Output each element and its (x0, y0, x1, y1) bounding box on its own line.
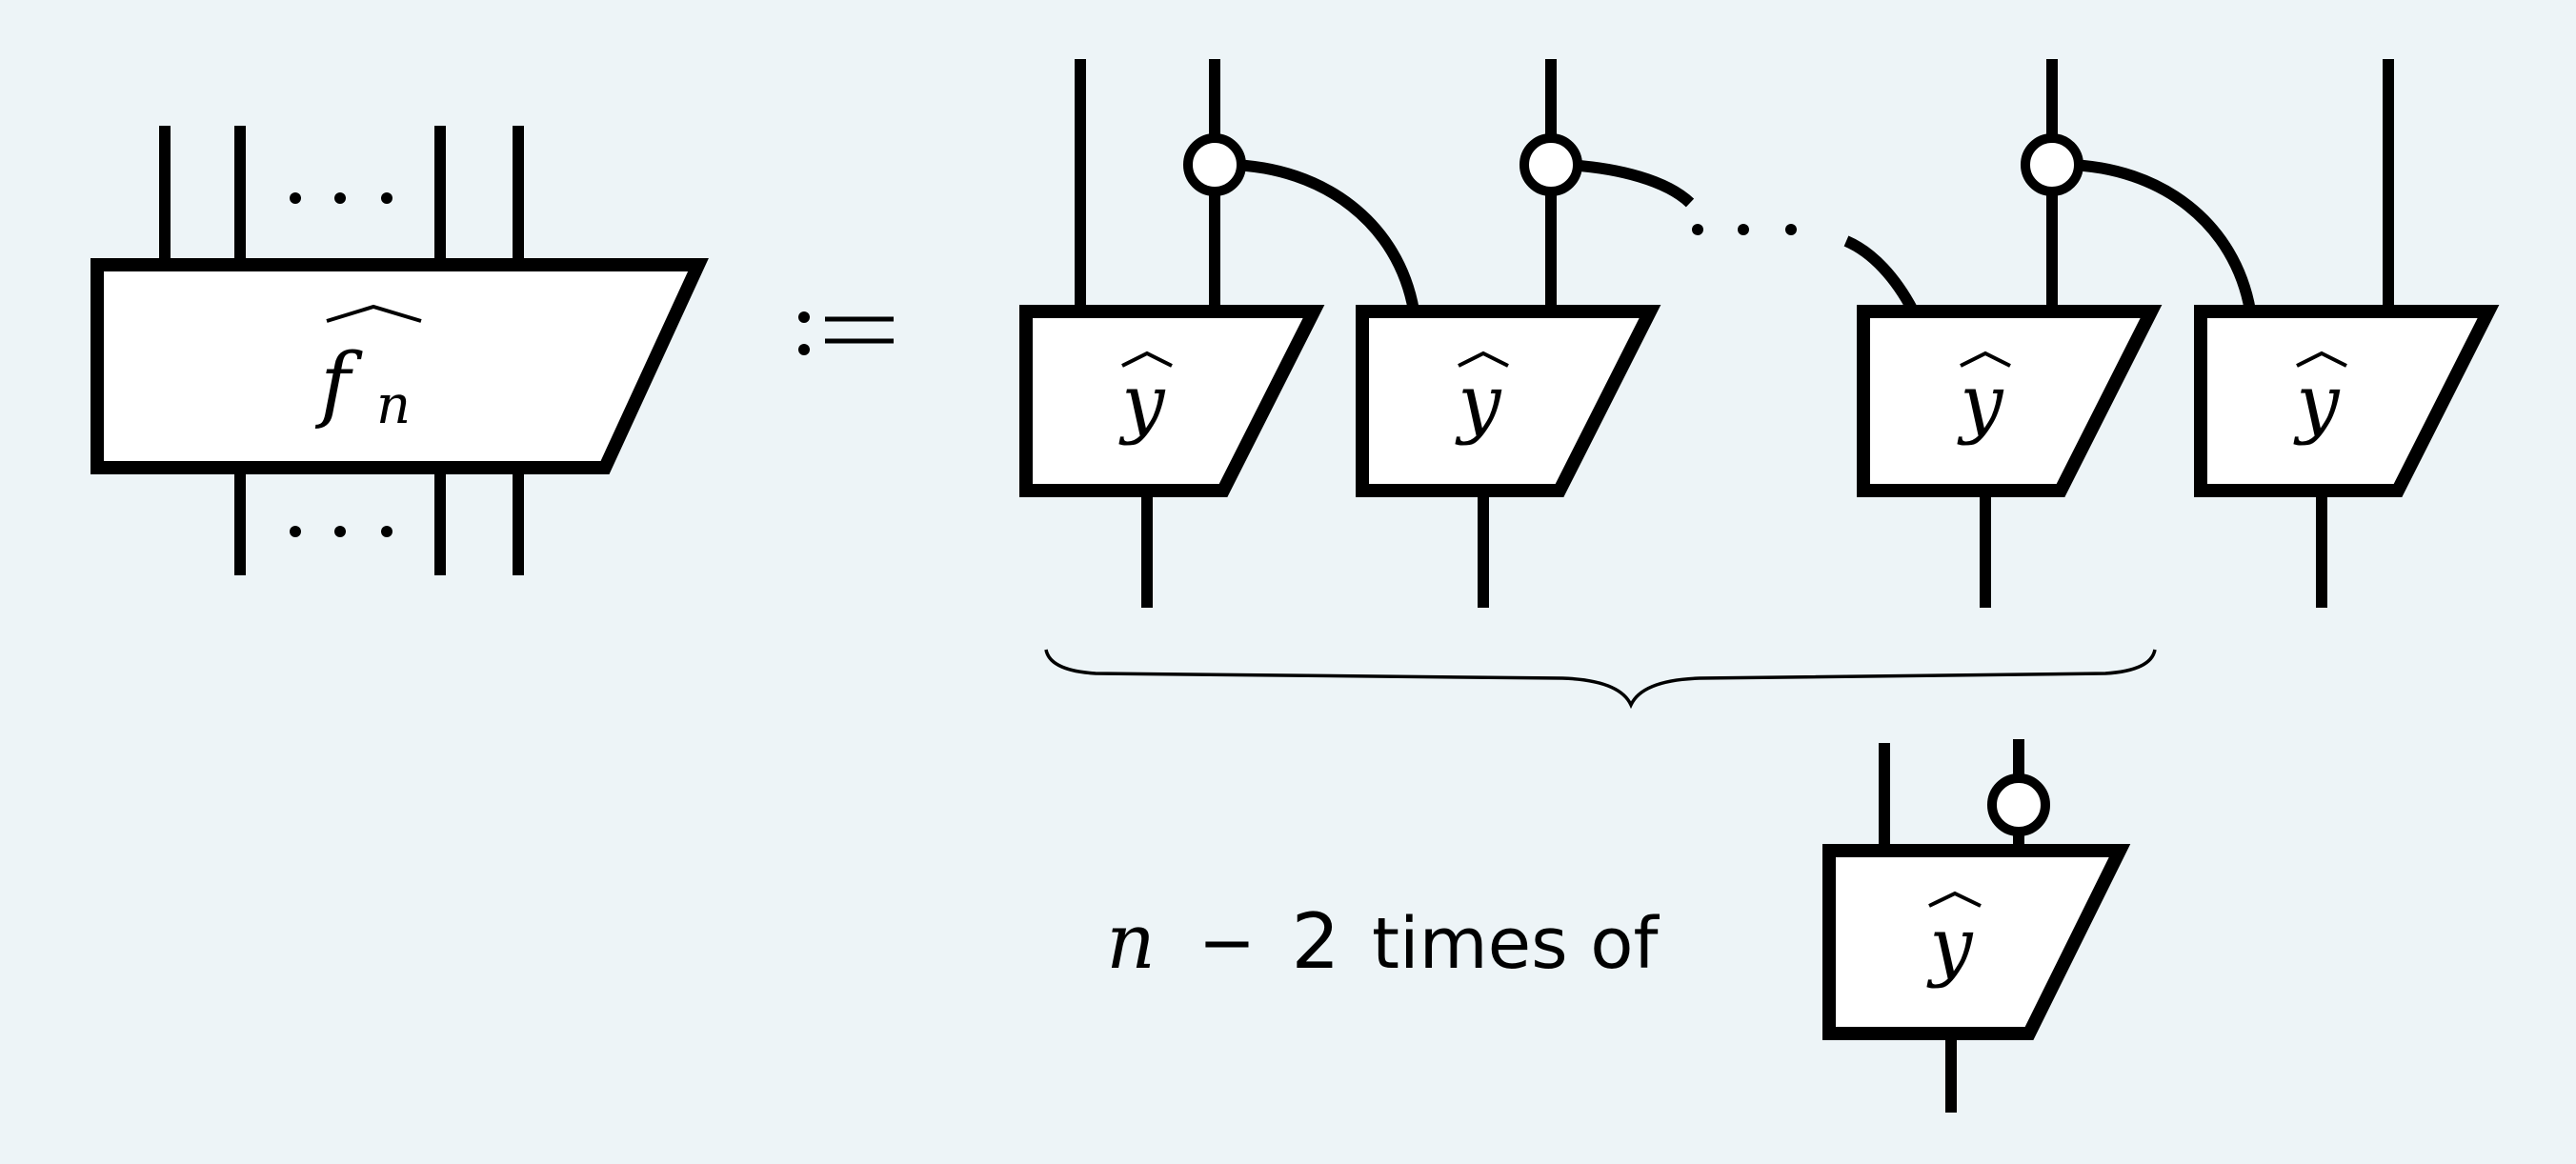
rhs1-cup-wire (1228, 159, 1419, 312)
rhs2-y-label: y (1455, 358, 1502, 447)
annotation-number: 2 (1292, 897, 1340, 986)
brace-annotation: n − 2 times of y (1106, 739, 2131, 1113)
rhs2-cup-wire-partial (1564, 159, 1695, 208)
rhs1-bubble (1183, 133, 1246, 196)
rhs3-bubble (2021, 133, 2083, 196)
annotation-y-block: y (1822, 739, 2131, 1113)
fn-box (91, 258, 709, 474)
rhs4-y-label: y (2293, 358, 2341, 447)
rhs-y-block-3: y (1843, 59, 2256, 608)
rhs-chain: y y y (1019, 59, 2500, 608)
rhs-y-block-4: y (2194, 59, 2500, 608)
rhs3-incoming-wire-partial (1843, 235, 1919, 313)
rhs4-box (2194, 305, 2500, 497)
defines-symbol (798, 311, 894, 355)
annotation-n: n (1106, 897, 1156, 986)
annotation-box (1822, 844, 2131, 1040)
underbrace (1044, 649, 2157, 710)
lhs-top-ellipsis (290, 192, 392, 204)
rhs-middle-ellipsis (1692, 224, 1797, 235)
fn-subscript: n (376, 374, 411, 436)
rhs1-y-label: y (1118, 358, 1166, 447)
annotation-minus: − (1198, 902, 1256, 982)
fn-hat-accent (326, 304, 422, 323)
annotation-y-label: y (1926, 901, 1974, 990)
rhs2-box (1356, 305, 1661, 497)
rhs-y-block-2: y (1356, 59, 1695, 608)
annotation-text: times of (1372, 903, 1660, 985)
annotation-bubble (1987, 773, 2050, 836)
rhs3-box (1857, 305, 2163, 497)
rhs3-y-label: y (1957, 358, 2004, 447)
rhs2-bubble (1519, 133, 1582, 196)
rhs-y-block-1: y (1019, 59, 1419, 608)
lhs-fn-block: f n (91, 126, 709, 575)
rhs3-cup-wire (2065, 159, 2256, 312)
rhs1-box (1019, 305, 1325, 497)
lhs-bottom-ellipsis (290, 526, 392, 537)
